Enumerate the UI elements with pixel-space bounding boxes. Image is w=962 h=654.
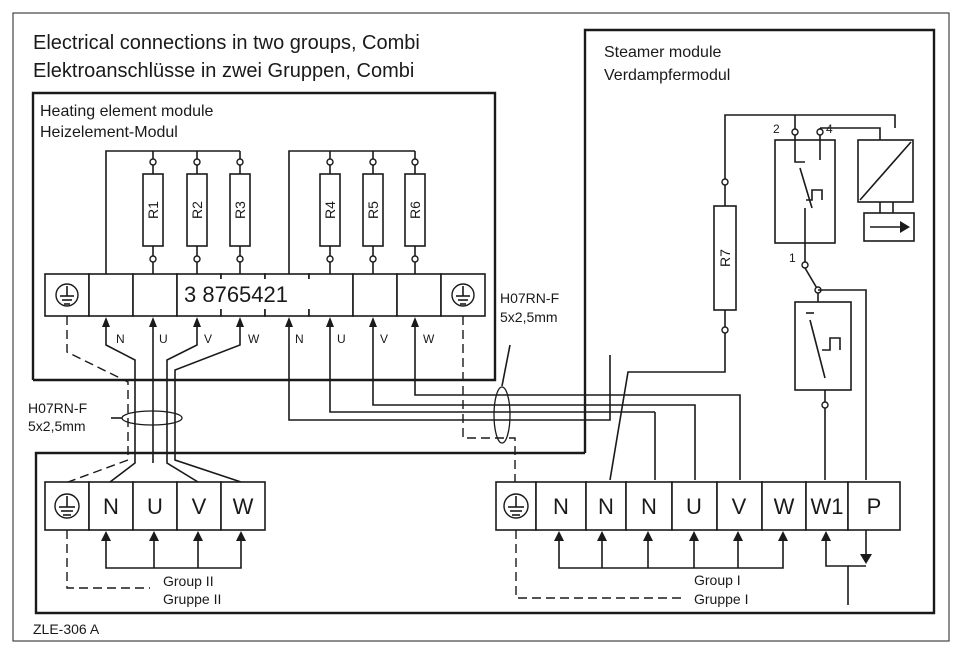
steamer-module-label-english: Steamer module <box>604 44 721 61</box>
heating-terminal-strip: 3 8765421 N U V W N U V W <box>44 273 486 346</box>
group-i-terminal-w1: W1 <box>811 494 844 519</box>
heating-phase-label: N <box>116 332 125 346</box>
group-i-terminal-n: N <box>641 494 657 519</box>
cable-marker-right <box>493 386 511 444</box>
heating-resistor-bank: R1 R2 R3 R4 R5 R6 <box>105 150 426 274</box>
title-german: Elektroanschlüsse in zwei Gruppen, Combi <box>33 60 414 82</box>
diagram-frame <box>12 12 950 642</box>
resistor-r3 <box>229 173 251 247</box>
resistor-r5-label: R5 <box>365 201 381 219</box>
group-ii-terminal-n: N <box>103 494 119 519</box>
resistor-r4-label: R4 <box>322 201 338 219</box>
cable-label-left-line1: H07RN-F <box>28 400 87 416</box>
switch-pin-2: 2 <box>773 122 780 136</box>
cable-group-i <box>288 316 741 482</box>
switch-pin-4: 4 <box>826 122 833 136</box>
cable-label-left-line2: 5x2,5mm <box>28 418 86 434</box>
heating-phase-label: V <box>380 332 388 346</box>
group-ii-terminal-v: V <box>192 494 207 519</box>
resistor-r2 <box>186 173 208 247</box>
heating-terminal-numbers: 3 8765421 <box>184 282 288 307</box>
heating-phase-label: W <box>423 332 435 346</box>
group-ii-label-german: Gruppe II <box>163 591 221 607</box>
heating-module-box <box>31 91 497 382</box>
group-ii-label-english: Group II <box>163 573 214 589</box>
resistor-r3-label: R3 <box>232 201 248 219</box>
earth-icon <box>503 493 529 519</box>
heating-module-label-german: Heizelement-Modul <box>40 124 178 141</box>
heating-phase-label: V <box>204 332 212 346</box>
resistor-r4 <box>319 173 341 247</box>
diagram-code: ZLE-306 A <box>33 621 100 637</box>
resistor-r5 <box>362 173 384 247</box>
resistor-r1 <box>142 173 164 247</box>
group-i-terminal-w: W <box>774 494 795 519</box>
group-i-terminal-p: P <box>867 494 882 519</box>
title-english: Electrical connections in two groups, Co… <box>33 32 420 54</box>
resistor-r6-label: R6 <box>407 201 423 219</box>
heating-phase-label: N <box>295 332 304 346</box>
group-i-terminal-n: N <box>598 494 614 519</box>
cable-label-right-line2: 5x2,5mm <box>500 309 558 325</box>
steamer-internals: R7 2 4 1 <box>609 114 915 481</box>
resistor-r1-label: R1 <box>145 201 161 219</box>
cable-group-ii <box>66 316 242 483</box>
earth-icon <box>54 493 80 519</box>
heating-module-label-english: Heating element module <box>40 103 214 120</box>
group-i-terminal-n: N <box>553 494 569 519</box>
resistor-r2-label: R2 <box>189 201 205 219</box>
heating-phase-label: U <box>337 332 346 346</box>
terminal-strip-group-ii: N U V W Group II Gruppe II <box>44 481 266 607</box>
cable-label-right-line1: H07RN-F <box>500 290 559 306</box>
steamer-module-label-german: Verdampfermodul <box>604 67 730 84</box>
resistor-r6 <box>404 173 426 247</box>
group-ii-terminal-u: U <box>147 494 163 519</box>
resistor-r7-label: R7 <box>717 249 733 267</box>
group-i-label-german: Gruppe I <box>694 591 748 607</box>
terminal-strip-group-i: N N N U V W W1 P Group I Gruppe I <box>495 481 901 607</box>
switch-pin-1: 1 <box>789 251 796 265</box>
heating-phase-label: W <box>248 332 260 346</box>
group-i-label-english: Group I <box>694 572 741 588</box>
earth-icon <box>55 283 79 307</box>
steamer-module-box <box>34 28 936 615</box>
heating-phase-label: U <box>159 332 168 346</box>
group-i-terminal-v: V <box>732 494 747 519</box>
group-i-terminal-u: U <box>686 494 702 519</box>
earth-icon <box>451 283 475 307</box>
group-ii-terminal-w: W <box>233 494 254 519</box>
